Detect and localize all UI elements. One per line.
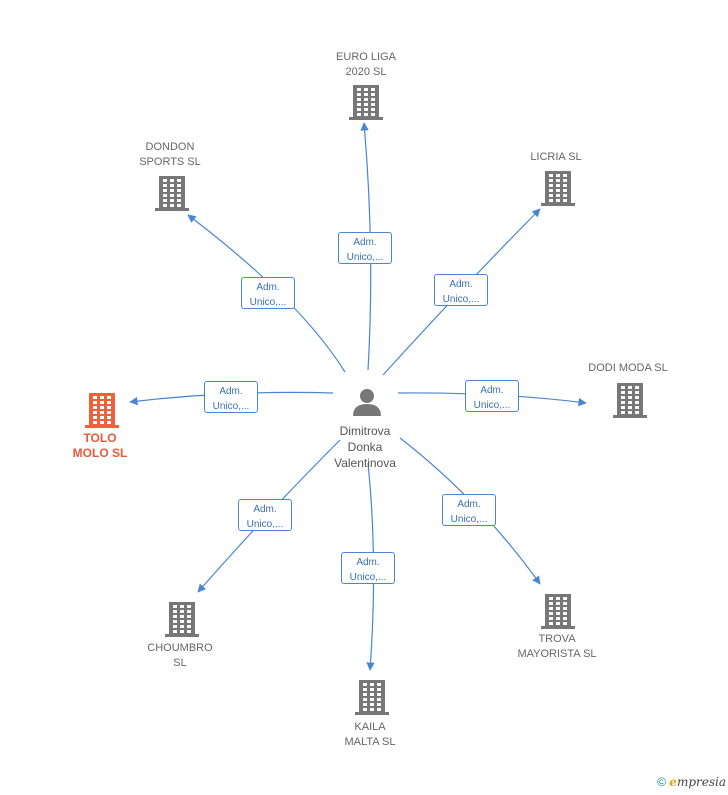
company-label-kaila-malta[interactable]: KAILA MALTA SL	[344, 721, 396, 748]
role-box-kaila-malta[interactable]: Adm. Unico,...	[341, 552, 395, 584]
role-box-licria[interactable]: Adm. Unico,...	[434, 274, 488, 306]
role-box-euro-liga-2020[interactable]: Adm. Unico,...	[338, 232, 392, 264]
role-box-trova-mayorista[interactable]: Adm. Unico,...	[442, 494, 496, 526]
company-label-choumbro[interactable]: CHOUMBRO SL	[147, 642, 213, 669]
role-box-tolo-molo[interactable]: Adm. Unico,...	[204, 381, 258, 413]
building-icon-dodi-moda[interactable]	[613, 383, 647, 418]
role-box-choumbro[interactable]: Adm. Unico,...	[238, 499, 292, 531]
role-box-dodi-moda[interactable]: Adm. Unico,...	[465, 380, 519, 412]
company-label-licria[interactable]: LICRIA SL	[530, 151, 582, 163]
building-icon-kaila-malta[interactable]	[355, 680, 389, 715]
nodes	[85, 85, 647, 715]
person-name[interactable]: Dimitrova Donka Valentinova	[334, 424, 396, 470]
person-icon[interactable]	[353, 389, 381, 416]
company-label-trova-mayorista[interactable]: TROVA MAYORISTA SL	[517, 633, 597, 660]
company-label-dondon-sports[interactable]: DONDON SPORTS SL	[139, 141, 201, 168]
footer: © empresia	[657, 775, 726, 789]
role-box-dondon-sports[interactable]: Adm. Unico,...	[241, 277, 295, 309]
building-icon-euro-liga-2020[interactable]	[349, 85, 383, 120]
company-label-euro-liga-2020[interactable]: EURO LIGA 2020 SL	[336, 51, 396, 78]
building-icon-dondon-sports[interactable]	[155, 176, 189, 211]
brand-logo[interactable]: empresia	[669, 775, 726, 789]
copyright-icon: ©	[657, 775, 666, 789]
building-icon-licria[interactable]	[541, 171, 575, 206]
building-icon-tolo-molo[interactable]	[85, 393, 119, 428]
building-icon-trova-mayorista[interactable]	[541, 594, 575, 629]
company-label-tolo-molo[interactable]: TOLO MOLO SL	[72, 431, 128, 460]
company-label-dodi-moda[interactable]: DODI MODA SL	[588, 362, 668, 374]
building-icon-choumbro[interactable]	[165, 602, 199, 637]
